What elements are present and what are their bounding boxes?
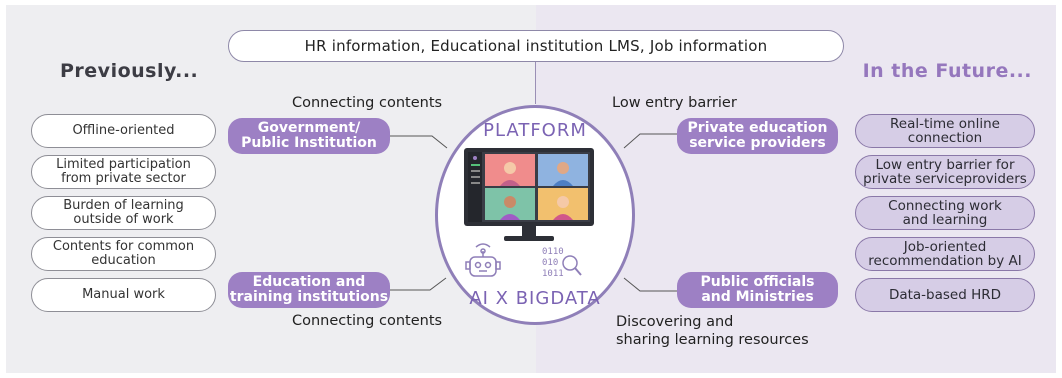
item-text: Offline-oriented: [72, 123, 175, 138]
future-item: Real-time online connection: [855, 114, 1035, 148]
center-connector: [535, 62, 536, 104]
binary-line: 010: [542, 258, 558, 268]
item-line: and learning: [902, 212, 988, 228]
person-body: [553, 214, 573, 220]
connector-bottom-left: [390, 277, 447, 291]
label-line: service providers: [689, 135, 826, 151]
caption-connecting-contents-top: Connecting contents: [292, 95, 443, 111]
previous-item: Contents for common education: [31, 237, 216, 271]
caption-line: Discovering and: [616, 314, 734, 330]
previous-item: Burden of learning outside of work: [31, 196, 216, 230]
future-item: Data-based HRD: [855, 278, 1035, 312]
screen-sidebar: [468, 152, 482, 222]
private-providers-label: Private education service providers: [677, 118, 838, 154]
label-line: Education and: [252, 274, 366, 290]
item-line: outside of work: [73, 212, 174, 227]
future-heading: In the Future...: [862, 60, 1032, 82]
person-body: [553, 180, 573, 186]
item-line: Contents for common: [52, 239, 195, 254]
item-line: Low entry barrier for: [875, 157, 1015, 173]
label-line: Private education: [687, 120, 828, 136]
person-head: [557, 196, 569, 208]
connector-bottom-right: [623, 277, 677, 292]
person-body: [500, 214, 520, 220]
caption-discovering-sharing: Discovering and sharing learning resourc…: [616, 313, 809, 349]
caption-low-entry-barrier: Low entry barrier: [612, 95, 737, 111]
monitor-neck: [522, 226, 536, 236]
data-sources-bar: HR information, Educational institution …: [228, 30, 844, 62]
sidebar-line: [471, 182, 480, 184]
previous-item: Manual work: [31, 278, 216, 312]
monitor-base: [504, 236, 554, 241]
label-line: Public Institution: [241, 135, 377, 151]
platform-title: PLATFORM: [483, 120, 587, 141]
item-text: Manual work: [82, 287, 165, 302]
platform-subtitle: AI X BIGDATA: [469, 288, 601, 309]
future-item: Connecting work and learning: [855, 196, 1035, 230]
label-line: and Ministries: [701, 289, 814, 305]
public-officials-label: Public officials and Ministries: [677, 272, 838, 308]
future-item: Job-oriented recommendation by AI: [855, 237, 1035, 271]
item-line: education: [91, 253, 156, 268]
item-line: recommendation by AI: [868, 253, 1022, 269]
item-line: Burden of learning: [63, 198, 184, 213]
monitor-illustration: 0110 010 1011: [464, 148, 594, 279]
item-line: Real-time online: [890, 116, 1000, 132]
label-line: Government/: [257, 120, 361, 136]
binary-line: 1011: [542, 269, 564, 279]
item-text: Data-based HRD: [888, 287, 1002, 303]
sidebar-line: [471, 176, 480, 178]
magnifier-handle: [574, 267, 582, 276]
item-line: Limited participation: [56, 157, 191, 172]
label-line: training institutions: [229, 289, 389, 305]
item-line: connection: [907, 130, 983, 146]
person-head: [504, 196, 516, 208]
connector-top-left: [390, 135, 448, 149]
education-institutions-label: Education and training institutions: [228, 272, 390, 308]
item-line: Connecting work: [888, 198, 1002, 214]
sidebar-dot: [473, 156, 477, 160]
bigdata-icon: 0110 010 1011: [542, 247, 582, 279]
caption-line: sharing learning resources: [616, 332, 809, 348]
platform-circle: PLATFORM: [435, 105, 635, 325]
magnifier-lens: [562, 255, 578, 271]
label-line: Public officials: [700, 274, 815, 290]
future-item: Low entry barrier for private servicepro…: [855, 155, 1035, 189]
item-line: Job-oriented: [903, 239, 987, 255]
person-body: [500, 180, 520, 186]
item-line: private serviceproviders: [863, 171, 1027, 187]
robot-icon: [465, 243, 501, 277]
binary-line: 0110: [542, 247, 564, 257]
item-line: from private sector: [61, 171, 186, 186]
previously-heading: Previously...: [60, 60, 199, 82]
person-head: [557, 162, 569, 174]
caption-connecting-contents-bottom: Connecting contents: [292, 313, 443, 329]
previous-item: Offline-oriented: [31, 114, 216, 148]
connector-top-right: [623, 133, 677, 149]
sidebar-line: [471, 164, 480, 166]
government-label: Government/ Public Institution: [228, 118, 390, 154]
person-head: [504, 162, 516, 174]
sidebar-line: [471, 170, 480, 172]
previous-item: Limited participation from private secto…: [31, 155, 216, 189]
